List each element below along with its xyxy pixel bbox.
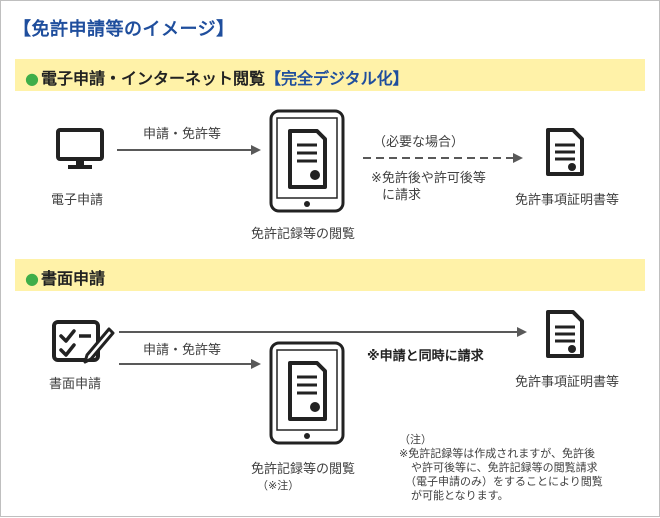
simultaneous-request-label: ※申請と同時に請求 [367,349,484,364]
electronic-tablet-label: 免許記録等の閲覧 [251,227,356,242]
section-paper-band: ●書面申請 [15,259,645,291]
bullet-icon: ● [25,69,39,88]
condition-label: （必要な場合） [373,135,465,150]
paper-tablet-label: 免許記録等の閲覧 [251,462,356,477]
paper-tablet-note: （※注） [257,479,300,492]
footnote-line: が可能となります。 [411,489,509,502]
section-paper-title: 書面申請 [40,269,105,288]
request-note-line2: に請求 [382,188,422,203]
monitor-icon [56,128,104,169]
electronic-certificate-label: 免許事項証明書等 [515,193,620,208]
electronic-applicant-label: 電子申請 [51,193,104,208]
section-electronic-title: 電子申請・インターネット閲覧 [40,69,265,88]
footnote-line: （電子申請のみ）をすることにより閲覧 [405,475,603,488]
section-paper-heading: ●書面申請 [25,265,105,289]
request-note-line1: ※免許後や許可後等 [371,171,486,186]
footnote-line: や許可後等に、免許記録等の閲覧請求 [411,461,598,474]
section-electronic-band: ●電子申請・インターネット閲覧【完全デジタル化】 [15,59,645,91]
bullet-icon: ● [25,269,39,288]
tablet-document-icon [269,109,345,213]
electronic-arrow-label: 申請・免許等 [143,127,222,142]
certificate-icon [546,128,584,176]
paper-certificate-label: 免許事項証明書等 [515,375,620,390]
footnote-line: （注） [399,433,432,446]
certificate-icon [546,310,584,358]
paper-arrow-label: 申請・免許等 [143,343,222,358]
section-electronic-heading: ●電子申請・インターネット閲覧【完全デジタル化】 [25,65,409,89]
full-digital-tag: 【完全デジタル化】 [264,69,409,88]
footnote-line: ※免許記録等は作成されますが、免許後 [399,447,595,460]
footnote: （注） ※免許記録等は作成されますが、免許後 や許可後等に、免許記録等の閲覧請求… [399,433,649,503]
paper-applicant-label: 書面申請 [49,377,102,392]
checklist-form-icon [52,320,115,364]
tablet-document-icon [269,341,345,445]
diagram-title: 【免許申請等のイメージ】 [13,19,235,40]
